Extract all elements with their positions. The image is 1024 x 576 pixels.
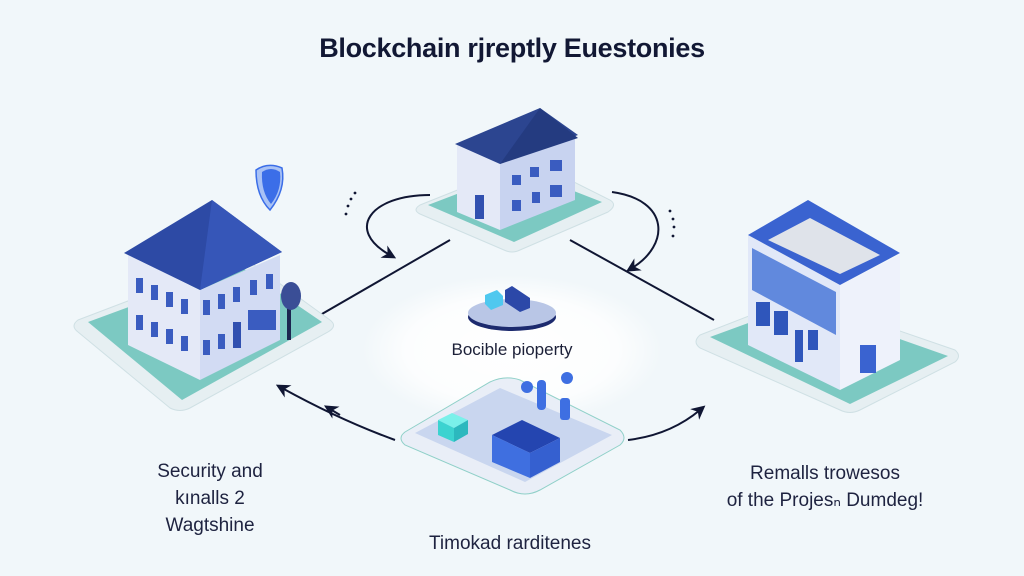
curved-arrow-right [611, 191, 660, 272]
center-glow [362, 275, 662, 425]
caption-left-line-1: Security and [157, 461, 263, 482]
caption-right-line-1: Remalls trowesos [750, 463, 900, 484]
caption-left-line-3: Wagtshine [165, 515, 255, 536]
center-label: Bocible pioperty [451, 340, 573, 359]
node-top-house[interactable] [415, 108, 614, 253]
connector-top-right [569, 239, 715, 321]
building-door [233, 322, 241, 348]
connectors [275, 191, 715, 441]
diagram-title: Blockchain rjreptly Euestonies [319, 33, 705, 63]
caption-right: Remalls trowesos of the Projesₙ Dumdeg! [690, 460, 960, 514]
shield-icon [255, 164, 284, 212]
node-bottom-workstation[interactable] [400, 372, 625, 495]
node-right-office[interactable] [695, 200, 959, 413]
office-door [795, 330, 803, 362]
balloons-icon [521, 372, 573, 420]
caption-left-line-2: kınalls 2 [175, 488, 245, 509]
connector-left-top [314, 239, 451, 319]
house-door [475, 195, 484, 219]
tree [281, 282, 301, 340]
motion-dots-right [668, 209, 676, 238]
motion-dots-left [344, 191, 357, 216]
caption-right-line-2: of the Projesₙ Dumdeg! [726, 490, 924, 511]
node-left-townhouse[interactable] [73, 164, 334, 411]
house-wall-left [457, 143, 500, 230]
caption-left: Security and kınalls 2 Wagtshine [120, 458, 300, 539]
office-side-door [860, 345, 876, 373]
desk-icon [492, 420, 560, 478]
connector-bottom-right [627, 405, 706, 441]
cube-icon [438, 413, 468, 442]
center-property-icon[interactable] [468, 286, 556, 331]
arrow-left-mid [323, 405, 341, 419]
curved-arrow-left [366, 194, 431, 259]
caption-bottom: Timokad rarditenes [429, 533, 591, 554]
office-wall-right [840, 255, 900, 390]
office-glass-facade [752, 248, 836, 335]
